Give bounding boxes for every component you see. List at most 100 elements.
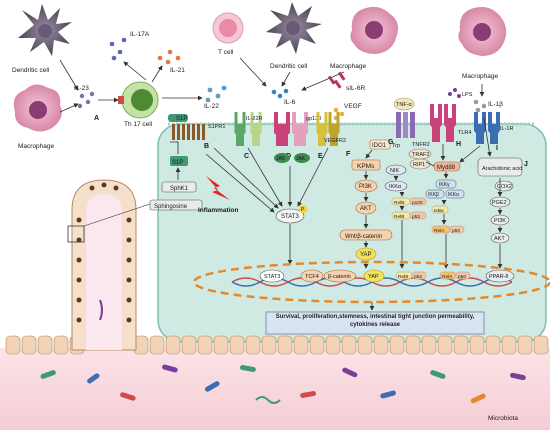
sil6r-label: sIL-6R [346,85,365,92]
dna-p52-label: p52 [414,274,422,280]
ikba-box [431,205,449,214]
inflammation-lightning-icon [206,176,230,200]
il6-label: IL-6 [284,99,296,106]
microbiota-label: Microbiota [488,415,518,422]
dendritic-cell-2-label: Dendritic cell [270,63,308,70]
ikka-left-label: IKKα [389,184,402,190]
p50-label: p50 [452,228,460,234]
tlr4-receptor [430,104,456,142]
dendritic-cell-1-label: Dendritic cell [12,67,50,74]
myd88-label: Myd88 [437,165,456,171]
p100-box [409,197,427,206]
ido1-label: IDO1 [372,143,387,149]
sphk1-box [161,181,197,193]
nik-node [385,164,407,176]
il1b-label: IL-1β [488,101,503,108]
cox2-node [494,180,514,192]
s1p-label: S1P [172,160,183,166]
dendritic-cell-2 [266,2,322,54]
jak-2 [294,153,310,163]
dendritic-cell-1 [18,4,72,56]
il23-label: IL-23 [74,85,89,92]
p52-label: p52 [412,214,420,220]
arachidonic-box [477,157,523,177]
rip1-label: RIP1 [413,162,425,168]
ido1-box [369,139,391,150]
tnfr2-receptor [396,112,415,138]
kpms-label: KPMs [357,163,375,170]
pge2-node [489,196,511,208]
macrophage-2-label: Macrophage [330,63,367,70]
phospho-label-1: P [301,207,305,213]
dna-rela-label: RelA [442,274,453,280]
dna-stat3 [259,269,285,283]
pi3k-label: PI3K [359,184,372,190]
sphk1-label: SphK1 [170,186,189,192]
macrophage-3 [458,7,507,56]
macrophage-1 [13,84,62,132]
tnfr2-label: TNFR2 [412,142,430,148]
gp130-receptor [274,112,308,146]
letter-f: F [346,151,351,158]
jak-2-label: JAK [296,156,306,162]
nik-label: NIK [390,168,400,174]
dna-relb-label: RelB [398,274,408,280]
t-cell-label: T cell [218,49,234,56]
macrophage-3-label: Macrophage [462,73,499,80]
vegfr2-label: VEGFR2 [324,138,346,144]
stat3-node [275,208,305,224]
letter-a: A [94,115,99,122]
tlr4-label: TLR4 [458,130,471,136]
il6-dots [271,88,289,99]
wnt-label: Wnt/β-catenin [345,234,382,240]
il23-dots [77,91,95,109]
epithelium-row [5,335,549,355]
ikka-label: IKKα [448,192,459,198]
dna-yap-label: YAP [368,274,379,280]
il1r-receptor [474,112,500,144]
phospho-mark [299,205,307,213]
letter-j: J [524,161,528,168]
tnfa-label: TNF-α [396,102,413,108]
il22r-receptor [234,112,262,146]
kpms-box [351,159,381,171]
traf2-label: TRAF2 [412,152,429,158]
pge2-label: PGE2 [492,200,507,206]
il1r-label: IL-1R [500,126,513,132]
relb-box-1-label: RelB [394,200,404,206]
dna-p50-label: p50 [458,274,466,280]
ikka-box [445,189,465,199]
myd88-box [433,161,461,172]
letter-h: H [456,141,461,148]
p52-box [409,211,427,220]
ikkg-box [435,179,457,189]
dna-tcf4-label: TCF4 [305,274,319,280]
outcome-text: Survival, proliferation,stemness, intest… [275,314,475,328]
akt-right-label: AKT [494,236,505,242]
vegfr2-receptor [316,112,340,146]
akt-label: AKT [360,206,372,212]
akt-node [355,201,377,215]
letter-i: I [496,145,498,152]
letter-g: G [388,139,394,146]
dna-yap [363,269,385,283]
il1b-dots [473,99,487,113]
lumen-floor [0,348,550,430]
il22-dots [205,85,227,103]
inflammation-label: Inflammation [198,207,238,214]
ikka-left-node [384,180,408,192]
ikkg-label: IKKγ [439,182,450,188]
s1pr1-receptor [168,114,205,140]
ikkb-box [425,189,445,199]
rela-label: RelA [434,228,445,234]
sil6r-shapes [327,71,346,89]
dna-ppar-label: PPAR-δ [489,274,508,280]
letter-e: E [318,153,323,160]
p100-label: p100 [412,200,423,206]
s1p-top-label: S1P [176,116,187,122]
vegf-label: VEGF [344,103,362,110]
sphingosine-box [149,199,203,211]
relb-box-2-label: RelB [394,214,404,220]
dna-p52 [411,271,427,280]
